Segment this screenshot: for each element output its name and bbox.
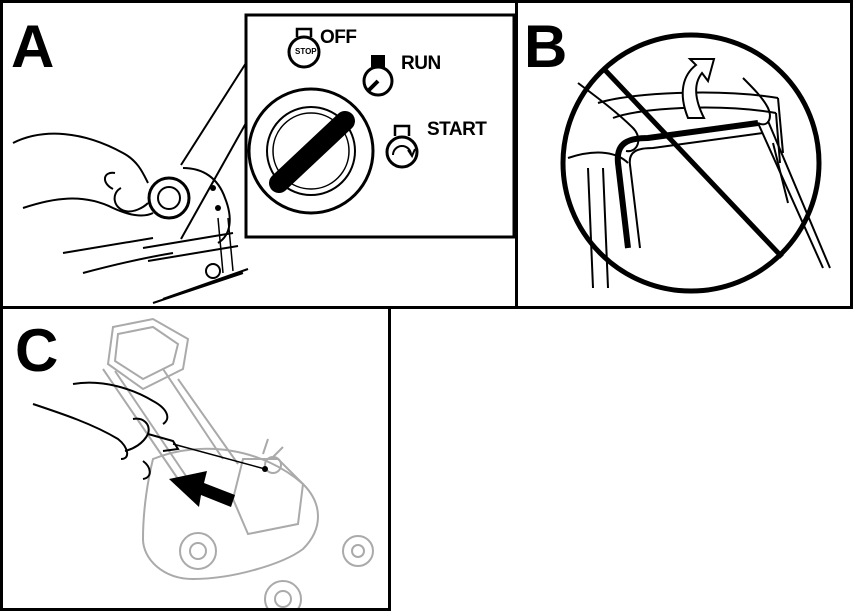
start-label: START (427, 119, 487, 140)
panel-a: A (0, 0, 518, 309)
panel-b: B (515, 0, 853, 309)
mower-start-illustration (32, 317, 374, 608)
handle-folding-illustration (560, 32, 831, 294)
panel-c-letter: C (15, 317, 59, 384)
panel-c: C (0, 306, 391, 611)
rotate-arrow-icon (681, 58, 716, 119)
off-label: OFF (320, 27, 357, 48)
hand-turning-key-illustration (12, 62, 249, 304)
run-label: RUN (401, 53, 441, 74)
stop-key-icon (287, 27, 321, 69)
key-switch-icon (247, 87, 375, 215)
panel-a-letter: A (11, 13, 55, 80)
stop-badge: STOP (295, 47, 317, 56)
run-key-icon (362, 55, 394, 97)
panel-b-letter: B (524, 13, 568, 80)
start-key-icon (385, 124, 419, 169)
key-switch-zoom-inset (244, 13, 515, 239)
push-arrow-icon (169, 471, 235, 507)
lawn-mower-icon (102, 317, 374, 608)
prohibited-icon (560, 32, 822, 294)
